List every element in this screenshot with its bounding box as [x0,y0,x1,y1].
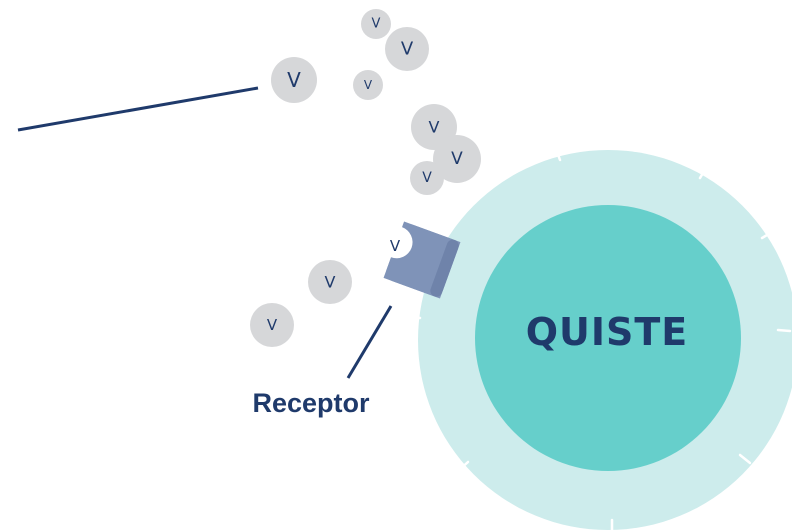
molecule-6 [433,135,481,183]
bound-molecule-letter: V [390,237,401,255]
cyst-core [475,205,741,471]
receptor-label: Receptor [252,388,370,418]
molecule-7 [410,161,444,195]
molecule-letter-6: V [451,149,463,169]
molecule-8 [308,260,352,304]
molecule-letter-1: V [372,17,381,32]
molecule-letter-7: V [422,170,432,186]
molecule-letter-2: V [401,39,414,60]
receptor [380,221,461,299]
cyst-label: QUISTE [526,310,689,354]
molecule-1 [361,9,391,39]
molecule-letter-9: V [267,316,278,334]
molecule-letter-4: V [364,78,373,92]
receptor-pointer-line [346,305,393,379]
molecule-9 [250,303,294,347]
molecule-3 [271,57,317,103]
molecule-4 [353,70,383,100]
pointer-line-left [17,86,259,132]
molecule-2 [385,27,429,71]
molecule-letter-5: V [429,118,440,137]
molecule-letter-8: V [325,273,336,292]
molecule-letter-3: V [287,68,301,92]
